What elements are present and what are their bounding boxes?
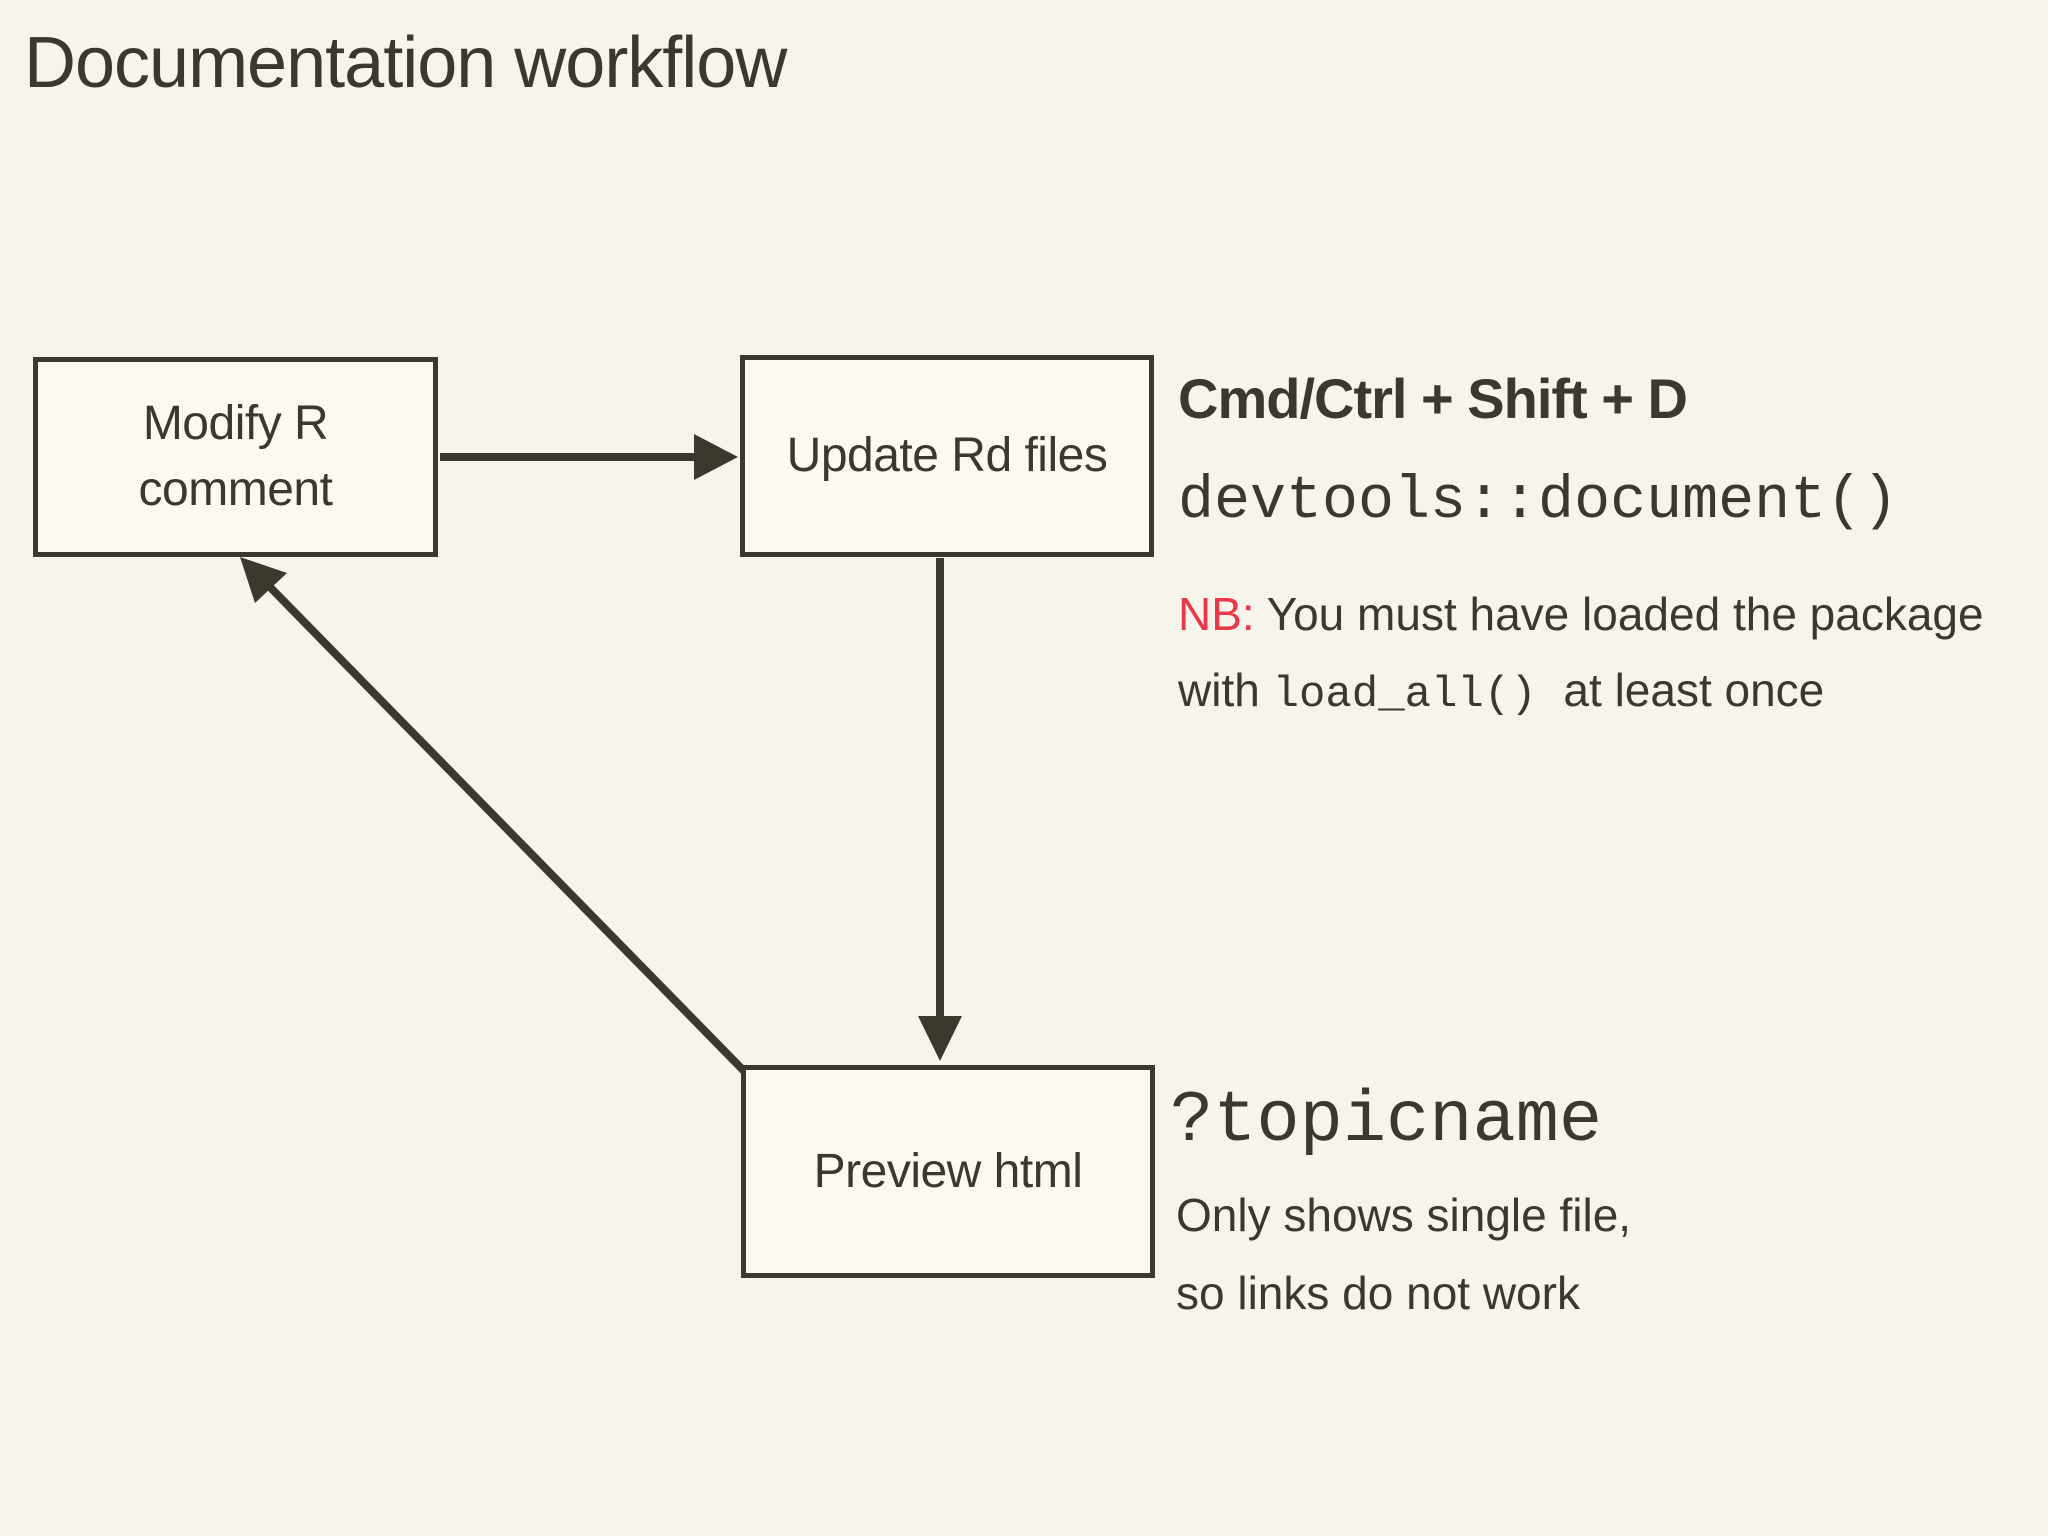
nb-note-line-1: NB: You must have loaded the package — [1178, 576, 1984, 652]
preview-note-line-1: Only shows single file, — [1176, 1189, 1632, 1241]
code-load-all: load_all() — [1272, 670, 1537, 720]
nb-text: with — [1178, 664, 1260, 716]
nb-note-line-2: with load_all() at least once — [1178, 652, 1984, 733]
node-modify-r-comment: Modify R comment — [33, 357, 438, 557]
arrow-modify-to-update-icon — [440, 434, 738, 480]
nb-text: You must have loaded the package — [1266, 588, 1984, 640]
code-devtools-document: devtools::document() — [1178, 468, 1899, 536]
nb-text: at least once — [1563, 664, 1825, 716]
node-label-line: Modify R — [142, 397, 329, 450]
arrow-preview-to-modify-icon — [240, 557, 747, 1074]
page-title: Documentation workflow — [24, 23, 787, 103]
nb-note: NB: You must have loaded the package wit… — [1178, 576, 1984, 733]
node-label-line: Update Rd files — [786, 429, 1108, 482]
node-label-line: Preview html — [813, 1144, 1083, 1198]
node-update-rd-files: Update Rd files — [740, 355, 1154, 557]
arrow-update-to-preview-icon — [918, 558, 962, 1061]
keyboard-shortcut: Cmd/Ctrl + Shift + D — [1178, 367, 1688, 430]
preview-note: Only shows single file, so links do not … — [1176, 1176, 1631, 1332]
node-preview-html: Preview html — [741, 1065, 1155, 1278]
nb-prefix: NB: — [1178, 588, 1255, 640]
node-label-line: comment — [138, 463, 333, 516]
preview-note-line-2: so links do not work — [1176, 1267, 1580, 1319]
code-topicname: ?topicname — [1170, 1080, 1603, 1162]
